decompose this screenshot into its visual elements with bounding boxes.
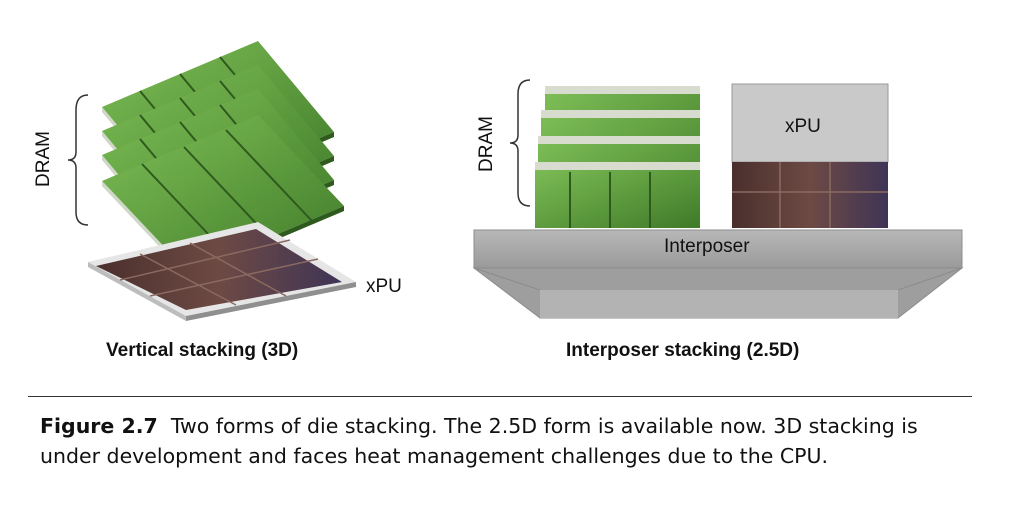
subtitle-interposer-stacking: Interposer stacking (2.5D) [566, 340, 800, 361]
xpu-box-2.5d [731, 83, 889, 228]
dram-label-left: DRAM [32, 131, 54, 187]
subtitle-vertical-stacking: Vertical stacking (3D) [106, 340, 299, 361]
die-stacking-figure [67, 41, 964, 321]
xpu-label-right: xPU [785, 116, 821, 137]
interposer-slab [472, 229, 964, 319]
interposer-stack-illustration [472, 79, 964, 319]
xpu-label-left: xPU [366, 276, 402, 297]
dram-card-4 [535, 162, 700, 228]
dram-bracket-right [509, 79, 531, 207]
dram-label-right: DRAM [475, 116, 497, 172]
dram-bracket-left [67, 94, 89, 226]
figure-number: Figure 2.7 [40, 414, 158, 438]
caption-text: Two forms of die stacking. The 2.5D form… [40, 414, 918, 468]
caption-divider [28, 396, 972, 397]
vertical-stack-illustration [67, 41, 356, 321]
xpu-die-3d [88, 222, 356, 321]
interposer-label: Interposer [664, 236, 750, 257]
figure-caption: Figure 2.7 Two forms of die stacking. Th… [40, 411, 980, 471]
